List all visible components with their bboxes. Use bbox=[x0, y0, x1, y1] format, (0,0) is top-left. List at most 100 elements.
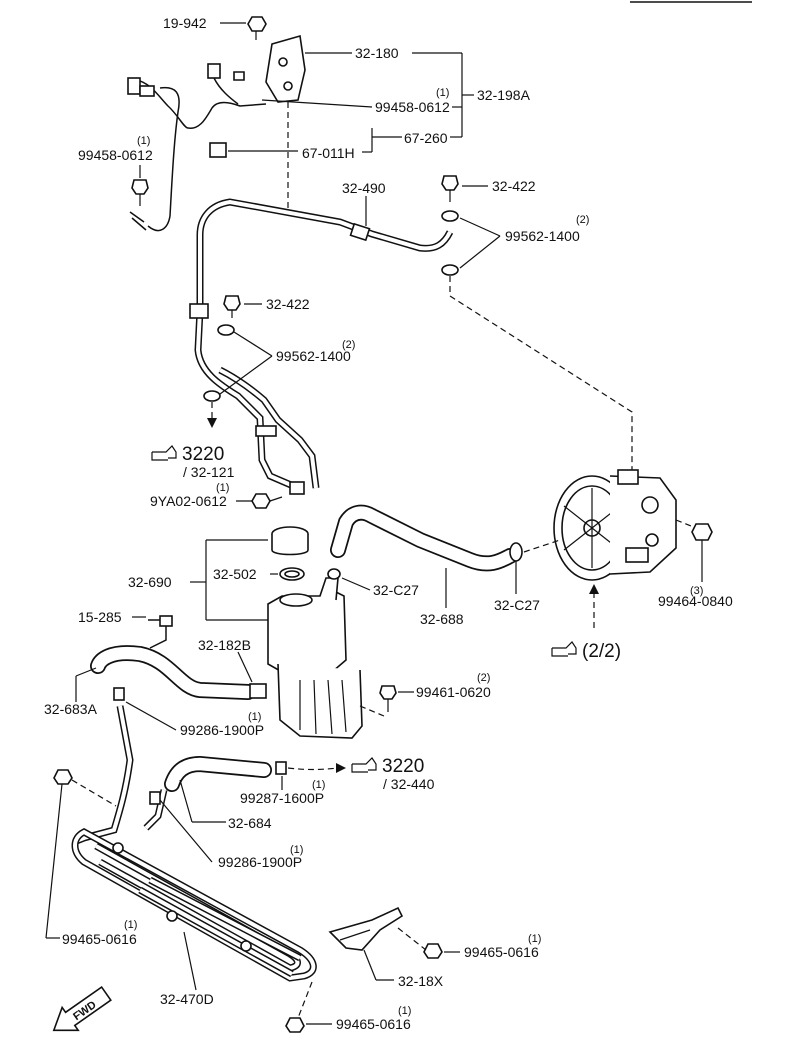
washer-mid-2 bbox=[203, 390, 221, 402]
bolt-9ya02-0612 bbox=[251, 493, 283, 509]
bolt-19-942 bbox=[247, 16, 267, 40]
label-99465-0616-left: 99465-0616 bbox=[62, 931, 137, 947]
harness-connector-mid bbox=[207, 63, 245, 105]
reference-hand-icon-b bbox=[351, 757, 377, 773]
ref-3220-b: 3220 bbox=[382, 756, 424, 777]
harness-wire bbox=[135, 79, 267, 129]
label-99286-1900p-b: 99286-1900P bbox=[218, 854, 302, 870]
label-15-285: 15-285 bbox=[78, 609, 122, 625]
clamp-99287-1600p bbox=[275, 761, 287, 775]
bolt-99465-0616-left bbox=[53, 769, 73, 785]
leader-32-684 bbox=[179, 779, 193, 823]
label-99458-0612-left: 99458-0612 bbox=[78, 147, 153, 163]
washer-top-1 bbox=[441, 210, 459, 222]
label-32-470d: 32-470D bbox=[160, 991, 214, 1007]
reference-hand-icon-pump bbox=[551, 641, 577, 657]
washer-mid-1 bbox=[217, 324, 235, 336]
cooler-feed-pipe bbox=[72, 705, 134, 846]
qty-99562-1400-right: (2) bbox=[576, 214, 589, 226]
leader-32-470d bbox=[183, 931, 197, 991]
banjo-bolt-32-422-mid bbox=[223, 295, 241, 318]
arrow-to-3220-b bbox=[336, 763, 346, 773]
pipe-end-fitting bbox=[289, 481, 305, 495]
label-32-683a: 32-683A bbox=[44, 701, 98, 717]
harness-end-left bbox=[129, 211, 147, 231]
oil-cooler-32-470d bbox=[71, 828, 317, 982]
label-32-684: 32-684 bbox=[228, 815, 272, 831]
label-32-688: 32-688 bbox=[420, 611, 464, 627]
label-32-490: 32-490 bbox=[342, 180, 386, 196]
banjo-bolt-32-422-top bbox=[441, 175, 459, 202]
qty-99458-0612-top: (1) bbox=[436, 87, 449, 99]
qty-99464-0840: (3) bbox=[690, 585, 703, 597]
reservoir-cap-32-690 bbox=[271, 526, 309, 556]
forward-arrow-icon: FWD bbox=[52, 985, 112, 1032]
label-67-260: 67-260 bbox=[404, 130, 448, 146]
clamp-32-c27-a bbox=[327, 568, 341, 580]
pipe-sleeve bbox=[349, 222, 371, 242]
label-32-198a: 32-198A bbox=[477, 87, 531, 103]
qty-9ya02-0612: (1) bbox=[216, 482, 229, 494]
reference-hand-icon-a bbox=[151, 445, 177, 461]
clamp-99286-1900p-a bbox=[113, 687, 125, 701]
arrow-to-pump bbox=[589, 584, 599, 594]
harness-wire-lower bbox=[147, 86, 180, 232]
ref-32-440: / 32-440 bbox=[383, 776, 435, 792]
qty-99458-0612-left: (1) bbox=[137, 135, 150, 147]
bolt-99461-0620 bbox=[379, 685, 397, 712]
label-99562-1400-mid: 99562-1400 bbox=[276, 348, 351, 364]
clip-15-285 bbox=[148, 615, 173, 649]
ref-2-2: (2/2) bbox=[582, 641, 621, 662]
label-99287-1600p: 99287-1600P bbox=[240, 790, 324, 806]
label-32-182b: 32-182B bbox=[198, 637, 251, 653]
label-32-180: 32-180 bbox=[355, 45, 399, 61]
bolt-99458-0612-left bbox=[131, 179, 149, 206]
bolt-99464-0840 bbox=[691, 523, 713, 541]
label-99465-0616-bottom: 99465-0616 bbox=[336, 1016, 411, 1032]
seal-32-502 bbox=[279, 567, 305, 581]
label-32-c27-a: 32-C27 bbox=[373, 582, 419, 598]
qty-99465-0616-right: (1) bbox=[528, 933, 541, 945]
qty-99465-0616-bottom: (1) bbox=[398, 1005, 411, 1017]
reservoir-tank bbox=[267, 577, 363, 739]
washer-top-2 bbox=[441, 264, 459, 276]
pipe-joint bbox=[189, 303, 209, 319]
harness-connector-left bbox=[127, 77, 155, 97]
label-99465-0616-right: 99465-0616 bbox=[464, 944, 539, 960]
ref-3220-a: 3220 bbox=[182, 444, 224, 465]
clamp-32-c27-b bbox=[509, 542, 523, 562]
label-32-422-top: 32-422 bbox=[492, 178, 536, 194]
label-9ya02-0612: 9YA02-0612 bbox=[150, 493, 227, 509]
leader-99458-0612-top bbox=[261, 99, 373, 108]
label-32-502: 32-502 bbox=[213, 566, 257, 582]
qty-99465-0616-left: (1) bbox=[124, 919, 137, 931]
label-99461-0620: 99461-0620 bbox=[416, 684, 491, 700]
label-99458-0612-top: 99458-0612 bbox=[375, 99, 450, 115]
label-32-18x: 32-18X bbox=[398, 973, 444, 989]
clip-67-011h bbox=[209, 142, 227, 158]
bracket-32-180 bbox=[265, 34, 306, 103]
label-99562-1400-right: 99562-1400 bbox=[505, 228, 580, 244]
power-steering-pump bbox=[553, 469, 677, 581]
qty-99286-1900p-a: (1) bbox=[248, 711, 261, 723]
qty-99562-1400-mid: (2) bbox=[342, 339, 355, 351]
bolt-99465-0616-right bbox=[423, 943, 443, 959]
label-19-942: 19-942 bbox=[163, 15, 207, 31]
qty-99287-1600p: (1) bbox=[312, 779, 325, 791]
label-32-c27-b: 32-C27 bbox=[494, 597, 540, 613]
arrow-to-3220-a bbox=[207, 418, 217, 428]
label-99286-1900p-a: 99286-1900P bbox=[180, 722, 264, 738]
pipe-clamp bbox=[255, 425, 277, 437]
clamp-99286-1900p-b bbox=[149, 791, 161, 805]
ref-32-121: / 32-121 bbox=[183, 464, 235, 480]
label-32-690: 32-690 bbox=[128, 574, 172, 590]
label-32-422-mid: 32-422 bbox=[266, 296, 310, 312]
bracket-32-18x bbox=[328, 906, 404, 951]
connector-32-182b bbox=[249, 683, 267, 699]
label-99464-0840: 99464-0840 bbox=[658, 593, 733, 609]
label-67-011h: 67-011H bbox=[302, 145, 355, 161]
bolt-99465-0616-bottom bbox=[285, 1017, 305, 1033]
qty-99461-0620: (2) bbox=[477, 672, 490, 684]
qty-99286-1900p-b: (1) bbox=[290, 844, 303, 856]
